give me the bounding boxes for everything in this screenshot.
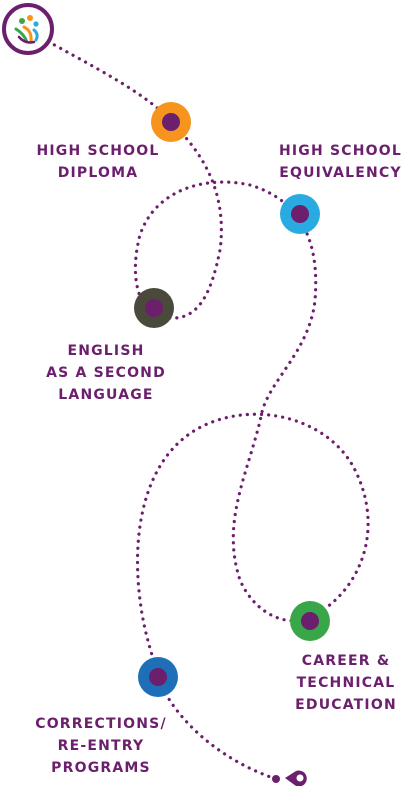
map-pin-icon	[285, 770, 307, 786]
path-end-dot	[272, 775, 280, 783]
label-line: AS A SECOND	[46, 365, 166, 381]
label-english-second-language: ENGLISH AS A SECOND LANGUAGE	[36, 340, 176, 406]
label-corrections-reentry: CORRECTIONS/ RE-ENTRY PROGRAMS	[30, 713, 172, 779]
node-center	[291, 205, 309, 223]
label-line: CORRECTIONS/	[35, 716, 167, 732]
label-line: HIGH SCHOOL	[278, 143, 402, 159]
label-line: PROGRAMS	[51, 760, 151, 776]
node-high-school-equivalency[interactable]	[280, 194, 320, 234]
node-center	[149, 668, 167, 686]
label-line: EDUCATION	[295, 697, 397, 713]
label-high-school-diploma: HIGH SCHOOL DIPLOMA	[28, 140, 168, 184]
node-career-technical-education[interactable]	[290, 601, 330, 641]
label-line: RE-ENTRY	[57, 738, 145, 754]
logo	[2, 3, 54, 55]
label-high-school-equivalency: HIGH SCHOOL EQUIVALENCY	[278, 140, 403, 184]
label-line: CAREER &	[301, 653, 391, 669]
label-line: LANGUAGE	[58, 387, 154, 403]
node-center	[145, 299, 163, 317]
label-career-technical-education: CAREER & TECHNICAL EDUCATION	[290, 650, 402, 716]
node-center	[301, 612, 319, 630]
label-line: HIGH SCHOOL	[36, 143, 160, 159]
node-corrections-reentry[interactable]	[138, 657, 178, 697]
label-line: TECHNICAL	[296, 675, 396, 691]
program-logo-icon	[14, 15, 39, 44]
node-english-second-language[interactable]	[134, 288, 174, 328]
label-line: EQUIVALENCY	[279, 165, 402, 181]
node-high-school-diploma[interactable]	[151, 102, 191, 142]
label-line: DIPLOMA	[57, 165, 139, 181]
label-line: ENGLISH	[67, 343, 145, 359]
node-center	[162, 113, 180, 131]
